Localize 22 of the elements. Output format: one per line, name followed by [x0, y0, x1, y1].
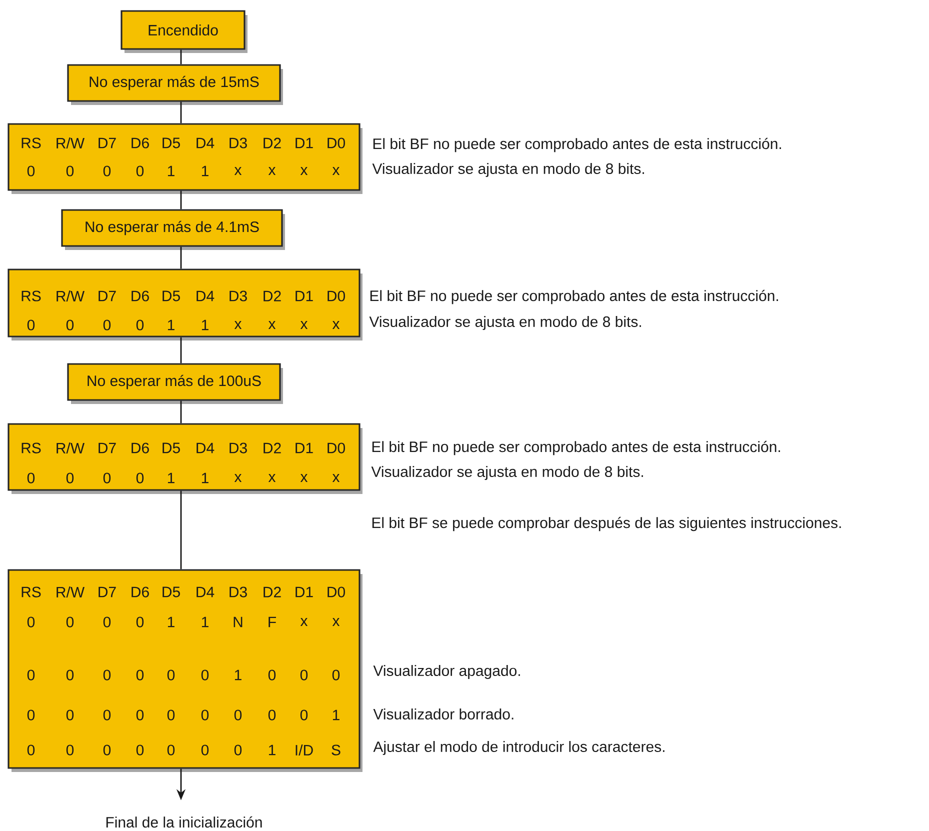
wait-box: No esperar más de 4.1mS	[61, 209, 285, 250]
connector-line	[180, 400, 182, 424]
start-box: Encendido	[120, 10, 248, 53]
connector-line	[180, 50, 182, 64]
note-text: Visualizador apagado.	[373, 665, 520, 679]
connector-line	[180, 246, 182, 269]
connector-line	[180, 102, 182, 124]
end-text: Final de la inicialización	[106, 816, 262, 828]
note-text: Visualizador se ajusta en modo de 8 bits.	[371, 466, 643, 480]
note-text: El bit BF no puede ser comprobado antes de esta instrucción.	[372, 440, 780, 456]
note-text: Ajustar el modo de introducir los caracteres.	[373, 741, 664, 755]
wait-box: No esperar más de 100uS	[67, 363, 283, 404]
note-text: El bit BF no puede ser comprobado antes de esta instrucción.	[373, 138, 781, 152]
connector-line	[180, 490, 182, 570]
note-text: El bit BF no puede ser comprobado antes de esta instrucción.	[370, 290, 778, 304]
note-text: El bit BF se puede comprobar después de las siguientes instrucciones.	[372, 516, 841, 532]
connector-line	[180, 337, 182, 364]
connector-line	[180, 190, 182, 210]
note-text: Visualizador se ajusta en modo de 8 bits.	[369, 316, 641, 330]
note-text: Visualizador se ajusta en modo de 8 bits.	[372, 163, 644, 177]
note-text: Visualizador borrado.	[373, 708, 514, 720]
wait-box: No esperar más de 15mS	[67, 64, 283, 105]
